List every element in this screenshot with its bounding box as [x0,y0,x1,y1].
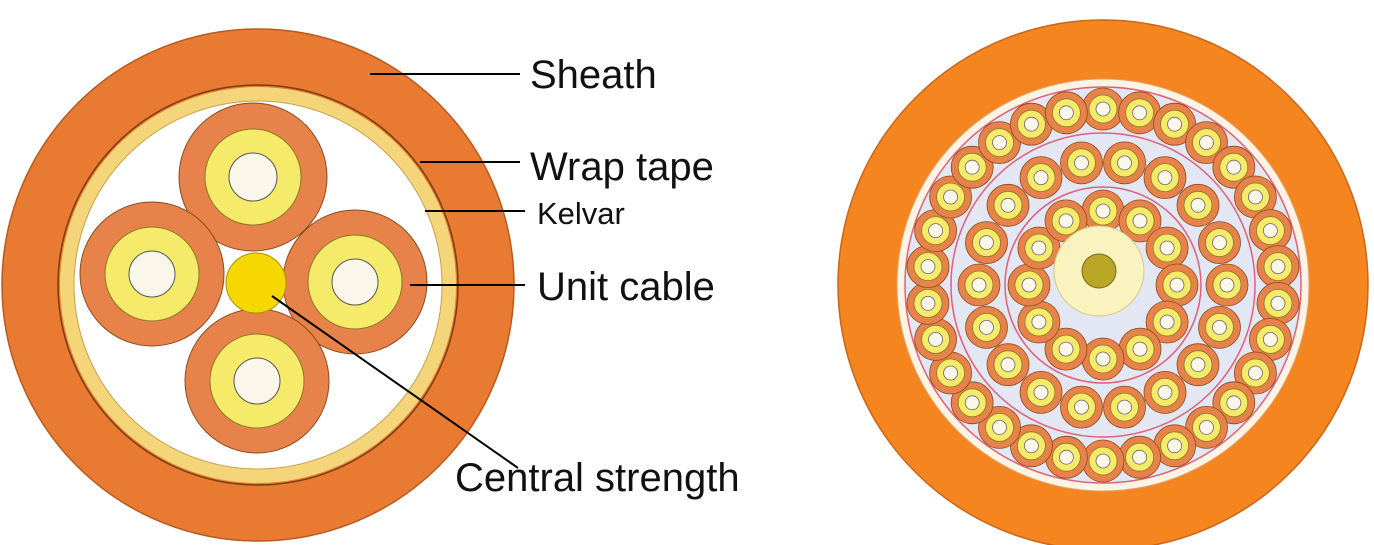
unit-cable-top [178,102,328,252]
unit-tube-inner-2 [1118,199,1162,243]
label-sheath: Sheath [530,53,657,97]
unit-tube-outer-21 [929,351,972,395]
right-cable [837,19,1369,545]
unit-tube-inner-11 [1017,226,1061,270]
unit-tube-middle-14 [957,263,1001,307]
unit-tube-inner-1 [1081,189,1125,233]
unit-tube-inner-10 [1007,263,1051,307]
right-layer-ring-outer [950,132,1256,438]
unit-tube-inner-12 [1044,199,1088,243]
unit-tube-middle-13 [965,305,1008,349]
unit-tube-outer-13 [1185,405,1228,449]
unit-tube-outer-7 [1249,209,1292,253]
unit-tube-outer-12 [1212,381,1256,425]
unit-tube-outer-30 [1045,91,1088,135]
unit-tube-outer-20 [950,381,994,425]
left-cable: Sheath Wrap tape Kelvar Unit cable Centr… [1,28,740,542]
unit-tube-outer-27 [950,145,994,189]
unit-tube-middle-18 [1060,141,1103,185]
unit-tube-outer-29 [1010,102,1053,146]
unit-tube-inner-8 [1044,327,1088,371]
unit-tube-middle-17 [1019,156,1063,200]
unit-tube-outer-11 [1234,351,1277,395]
unit-tube-middle-16 [986,183,1030,227]
unit-tube-middle-5 [1205,263,1249,307]
unit-tube-middle-12 [986,343,1030,387]
unit-tube-middle-3 [1176,183,1220,227]
unit-tube-middle-6 [1198,305,1241,349]
label-wrap-tape: Wrap tape [530,145,714,189]
right-layer-ring-inner [1004,186,1202,384]
right-unit-cables [906,87,1300,483]
unit-tube-inner-5 [1145,300,1189,344]
unit-cable-bottom [184,308,330,454]
unit-tube-inner-7 [1081,337,1125,381]
unit-tube-outer-15 [1118,435,1161,479]
unit-tube-middle-2 [1143,156,1187,200]
right-center-core [1081,253,1117,289]
unit-tube-outer-22 [914,317,957,361]
unit-tube-outer-9 [1256,281,1300,325]
unit-tube-middle-4 [1198,221,1241,265]
unit-tube-middle-8 [1143,370,1187,414]
unit-cable-left [79,201,225,347]
unit-tube-inner-4 [1155,263,1199,307]
unit-tube-inner-6 [1118,327,1162,371]
unit-tube-outer-25 [914,209,957,253]
unit-tube-middle-15 [965,221,1008,265]
unit-tube-middle-9 [1103,385,1146,429]
unit-tube-outer-28 [978,121,1021,165]
unit-tube-middle-1 [1103,141,1146,185]
unit-tube-inner-3 [1145,226,1189,270]
label-kevlar: Kelvar [537,196,625,231]
unit-tube-outer-19 [978,405,1021,449]
unit-tube-outer-4 [1185,121,1228,165]
label-central-strength: Central strength [455,456,740,500]
label-unit-cable: Unit cable [537,265,715,309]
unit-tube-middle-7 [1176,343,1220,387]
unit-tube-middle-10 [1060,385,1103,429]
unit-tube-outer-8 [1256,245,1300,289]
unit-tube-outer-5 [1212,145,1256,189]
unit-tube-inner-9 [1017,300,1061,344]
unit-tube-outer-18 [1010,424,1053,468]
unit-tube-middle-11 [1019,370,1063,414]
unit-tube-outer-23 [906,281,950,325]
unit-tube-outer-24 [906,245,950,289]
central-strength-member [225,252,287,314]
unit-tube-outer-17 [1045,435,1088,479]
unit-tube-outer-6 [1234,175,1277,219]
unit-tube-outer-16 [1081,439,1125,483]
unit-tube-outer-3 [1153,102,1196,146]
leader-central-strength [271,295,519,469]
unit-cable-right [282,209,428,355]
unit-tube-outer-2 [1118,91,1161,135]
unit-tube-outer-10 [1249,317,1292,361]
unit-tube-outer-26 [929,175,972,219]
unit-tube-outer-1 [1081,87,1125,131]
